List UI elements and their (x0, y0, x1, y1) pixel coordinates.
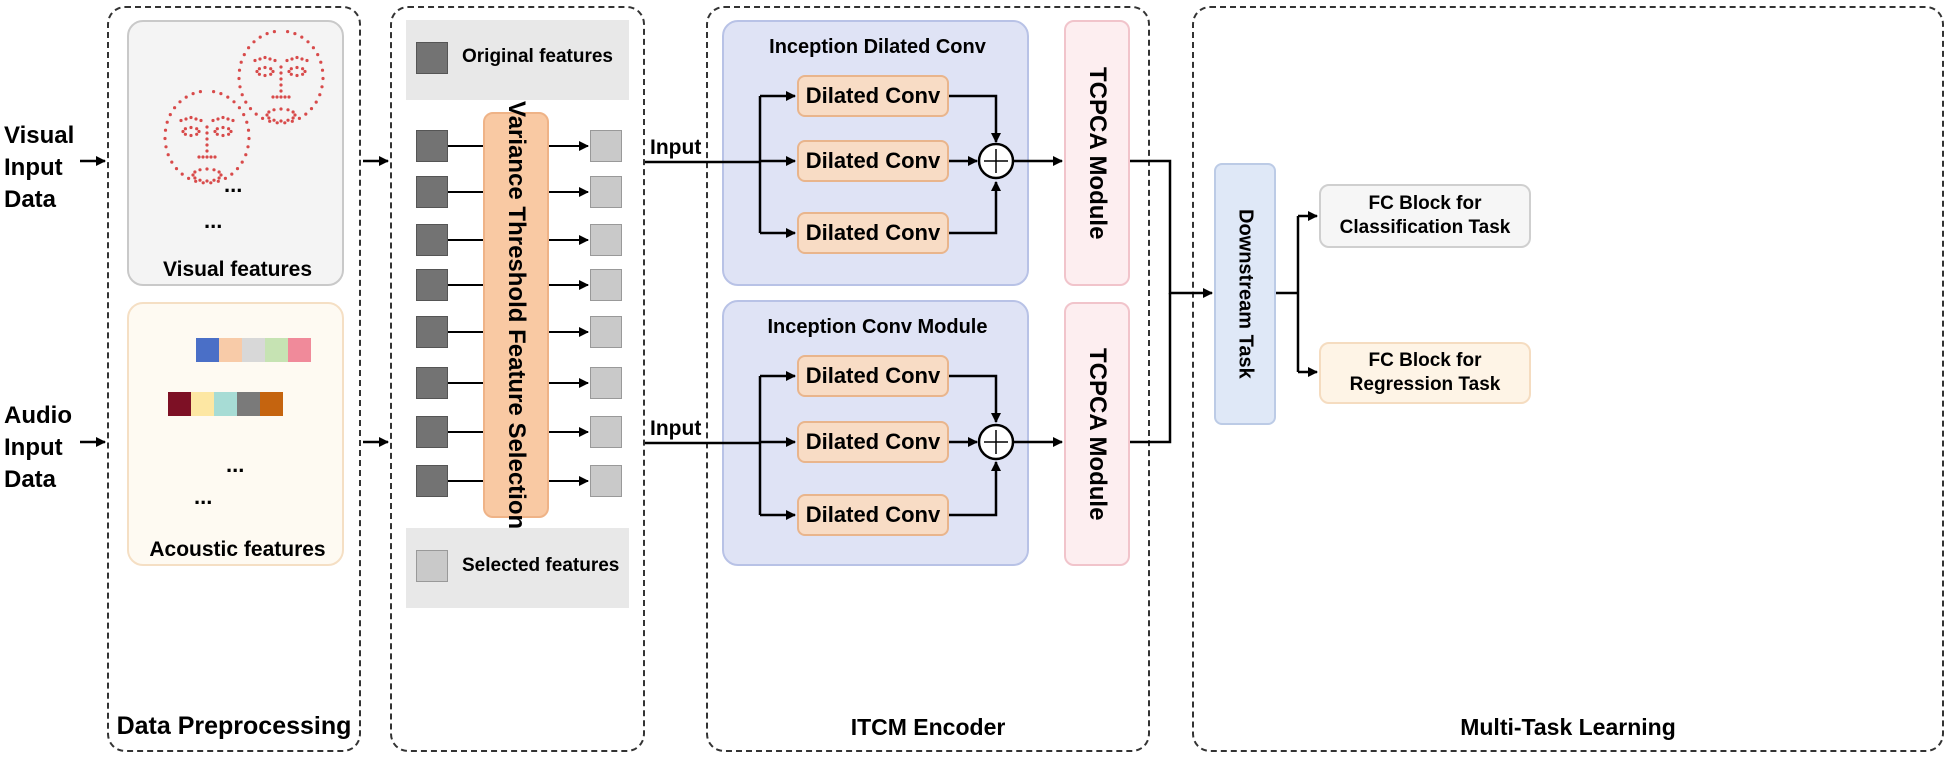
input-label-top: Input (650, 136, 702, 159)
visual-ellipsis-1: ... (224, 172, 243, 197)
downstream-task-block: Downstream Task (1214, 163, 1276, 425)
variance-threshold-block: Variance Threshold Feature Selection (483, 101, 549, 529)
dilated-conv-bottom-2: Dilated Conv (797, 421, 949, 463)
original-feature-swatch (416, 42, 448, 74)
selected-feature-8 (590, 465, 622, 497)
dilated-conv-bottom-3: Dilated Conv (797, 494, 949, 536)
selected-feature-6 (590, 367, 622, 399)
selected-feature-7 (590, 416, 622, 448)
regression-line-1: FC Block for (1368, 350, 1482, 371)
inception-conv-module-title: Inception Conv Module (767, 316, 988, 338)
original-feature-4 (416, 269, 448, 301)
acoustic-cell-b-5 (260, 392, 283, 416)
original-feature-8 (416, 465, 448, 497)
acoustic-cell-b-1 (168, 392, 191, 416)
classification-line-1: FC Block for (1368, 193, 1482, 214)
selected-feature-3 (590, 224, 622, 256)
downstream-task-label: Downstream Task (1234, 209, 1257, 379)
data-preprocessing-frame (107, 6, 361, 752)
acoustic-cell-a-4 (265, 338, 288, 362)
acoustic-cell-a-2 (219, 338, 242, 362)
original-features-label: Original features (462, 46, 613, 67)
acoustic-feature-row-2 (168, 392, 283, 416)
visual-ellipsis-2: ... (204, 208, 223, 233)
original-features-legend: Original features (406, 20, 629, 100)
selected-feature-1 (590, 130, 622, 162)
acoustic-cell-b-2 (191, 392, 214, 416)
itcm-encoder-frame (706, 6, 1150, 752)
selected-features-label: Selected features (462, 555, 620, 576)
acoustic-cell-b-3 (214, 392, 237, 416)
multi-task-learning-title: Multi-Task Learning (1460, 714, 1676, 740)
visual-features-panel: ... ... Visual features (127, 20, 344, 286)
acoustic-cell-a-1 (196, 338, 219, 362)
dilated-conv-top-1: Dilated Conv (797, 75, 949, 117)
acoustic-feature-row-1 (196, 338, 311, 362)
selected-feature-swatch (416, 550, 448, 582)
acoustic-features-panel: ... ... Acoustic features (127, 302, 344, 566)
acoustic-ellipsis-1: ... (226, 452, 245, 477)
classification-fc-block: FC Block for Classification Task (1319, 184, 1531, 248)
acoustic-ellipsis-2: ... (194, 484, 213, 509)
classification-line-2: Classification Task (1339, 217, 1511, 238)
tcpca-label-bottom: TCPCA Module (1084, 347, 1111, 521)
original-feature-6 (416, 367, 448, 399)
dilated-conv-top-3: Dilated Conv (797, 212, 949, 254)
visual-features-label: Visual features (162, 258, 313, 281)
original-feature-3 (416, 224, 448, 256)
inception-dilated-conv-title: Inception Dilated Conv (769, 36, 986, 58)
tcpca-label-top: TCPCA Module (1084, 66, 1111, 240)
original-feature-2 (416, 176, 448, 208)
original-feature-1 (416, 130, 448, 162)
dilated-conv-top-2: Dilated Conv (797, 140, 949, 182)
dilated-conv-bottom-1: Dilated Conv (797, 355, 949, 397)
acoustic-cell-a-3 (242, 338, 265, 362)
selected-feature-4 (590, 269, 622, 301)
itcm-encoder-title: ITCM Encoder (850, 714, 1006, 740)
tcpca-module-top: TCPCA Module (1064, 20, 1130, 286)
acoustic-cell-a-5 (288, 338, 311, 362)
feature-selection-frame (390, 6, 645, 752)
variance-threshold-label: Variance Threshold Feature Selection (503, 100, 530, 530)
selected-feature-2 (590, 176, 622, 208)
data-preprocessing-title: Data Preprocessing (116, 712, 352, 740)
regression-line-2: Regression Task (1349, 374, 1501, 395)
acoustic-features-label: Acoustic features (149, 538, 326, 561)
selected-feature-5 (590, 316, 622, 348)
input-label-bottom: Input (650, 417, 702, 440)
regression-fc-block: FC Block for Regression Task (1319, 342, 1531, 404)
tcpca-module-bottom: TCPCA Module (1064, 302, 1130, 566)
multi-task-frame (1192, 6, 1944, 752)
original-feature-7 (416, 416, 448, 448)
acoustic-cell-b-4 (237, 392, 260, 416)
face-landmarks-icon (163, 30, 325, 185)
selected-features-legend: Selected features (406, 528, 629, 608)
original-feature-5 (416, 316, 448, 348)
